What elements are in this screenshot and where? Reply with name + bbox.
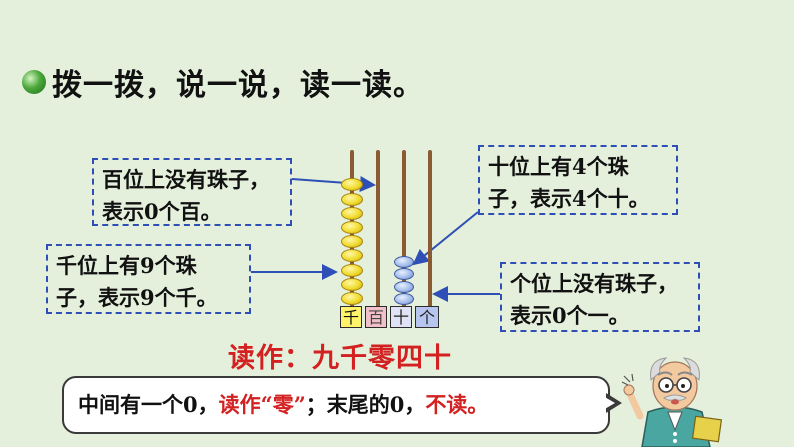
note-line: 千位上有9个珠 — [56, 253, 197, 278]
bead-tens[interactable] — [394, 255, 414, 268]
reading-value: 九千零四十 — [312, 343, 452, 374]
place-label-ones: 个 — [415, 306, 439, 328]
place-label-thousands: 千 — [340, 306, 362, 328]
bead-thousands[interactable] — [341, 263, 363, 277]
teacher-icon — [621, 357, 723, 447]
bubble-text-4: 不读。 — [425, 392, 489, 417]
rod-ones — [428, 150, 432, 308]
bullet-icon — [22, 70, 46, 94]
bubble-text-1: 中间有一个0， — [78, 392, 219, 417]
bubble-text-2: 读作“零” — [218, 392, 306, 417]
bead-thousands[interactable] — [341, 249, 363, 263]
note-line: 子，表示4个十。 — [488, 186, 650, 211]
note-hundreds: 百位上没有珠子， 表示0个百。 — [92, 158, 292, 226]
bead-tens[interactable] — [394, 280, 414, 293]
note-ones: 个位上没有珠子， 表示0个一。 — [500, 262, 700, 332]
note-line: 十位上有4个珠 — [488, 154, 629, 179]
bead-thousands[interactable] — [341, 221, 363, 234]
bead-thousands[interactable] — [341, 292, 363, 305]
note-thousands: 千位上有9个珠 子，表示9个千。 — [46, 244, 251, 314]
bead-thousands[interactable] — [341, 178, 363, 192]
rod-hundreds — [376, 150, 380, 308]
note-line: 子，表示9个千。 — [56, 285, 218, 310]
bead-thousands[interactable] — [341, 277, 363, 291]
note-tens: 十位上有4个珠 子，表示4个十。 — [478, 145, 678, 215]
bubble-tail-inner — [603, 396, 615, 410]
bead-thousands[interactable] — [341, 206, 363, 220]
speech-bubble: 中间有一个0，读作“零”；末尾的0，不读。 — [62, 376, 610, 434]
bead-thousands[interactable] — [341, 235, 363, 249]
bead-tens[interactable] — [394, 293, 414, 305]
note-line: 表示0个百。 — [102, 199, 222, 224]
place-label-hundreds: 百 — [365, 306, 387, 328]
title-row: 拨一拨，说一说，读一读。 — [22, 60, 424, 104]
place-label-tens: 十 — [390, 306, 412, 328]
note-line: 百位上没有珠子， — [102, 167, 270, 192]
note-line: 个位上没有珠子， — [510, 271, 678, 296]
bubble-text-3: ；末尾的0， — [305, 392, 426, 417]
rod-tens — [402, 150, 406, 308]
page-title: 拨一拨，说一说，读一读。 — [52, 68, 424, 103]
arrow-tens — [412, 211, 479, 266]
reading-label: 读作： — [228, 343, 312, 374]
bead-tens[interactable] — [394, 268, 414, 280]
note-line: 表示0个一。 — [510, 303, 630, 328]
reading-result: 读作：九千零四十 — [228, 336, 452, 375]
bead-thousands[interactable] — [341, 192, 363, 206]
